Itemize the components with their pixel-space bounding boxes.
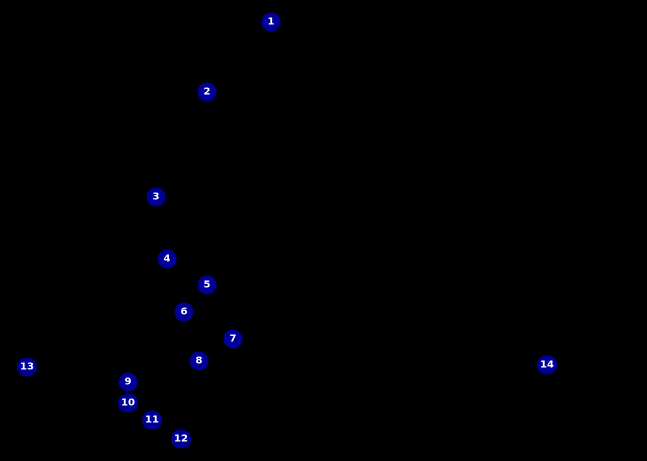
- callout-marker-9: 9: [118, 372, 138, 392]
- callout-marker-10: 10: [118, 393, 138, 413]
- callout-marker-4: 4: [157, 249, 177, 269]
- callout-marker-1: 1: [261, 12, 281, 32]
- callout-marker-13: 13: [17, 357, 37, 377]
- callout-marker-6: 6: [174, 302, 194, 322]
- callout-marker-11: 11: [142, 410, 162, 430]
- callout-marker-8: 8: [189, 351, 209, 371]
- callout-marker-2: 2: [197, 82, 217, 102]
- callout-marker-12: 12: [171, 429, 191, 449]
- callout-marker-14: 14: [537, 355, 557, 375]
- callout-marker-3: 3: [146, 187, 166, 207]
- callout-marker-7: 7: [223, 329, 243, 349]
- callout-marker-5: 5: [197, 275, 217, 295]
